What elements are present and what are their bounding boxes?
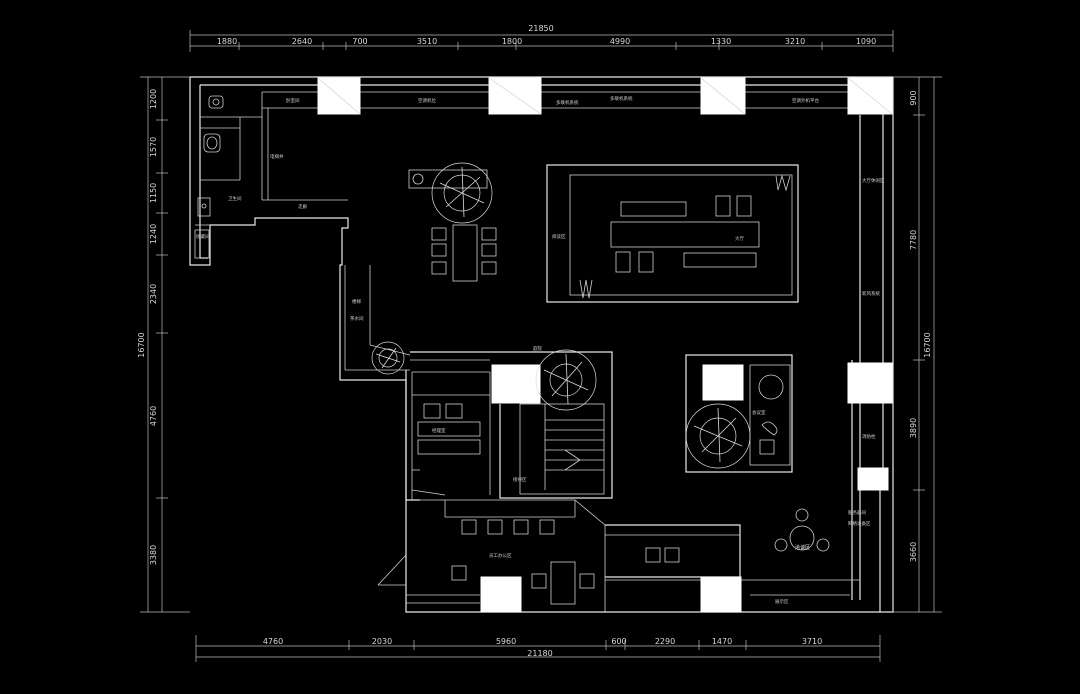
room-label: 茶水间 (350, 315, 364, 322)
bottom-dim-7: 3710 (802, 637, 822, 646)
room-label: 网络设备区 (848, 520, 871, 527)
structural-columns (317, 77, 893, 613)
bottom-dimension-chain: 4760 2030 5960 600 2290 1470 3710 21180 (195, 635, 881, 662)
column (847, 362, 893, 404)
left-dimension-chain: 16700 1200 1570 1150 1240 2340 4760 3380 (137, 76, 190, 613)
left-dim-7: 3380 (149, 545, 158, 565)
outer-walls (189, 76, 894, 613)
tree-icon (535, 349, 597, 411)
room-label: 消防栓 (862, 433, 876, 440)
room-label: 卫生间 (228, 195, 242, 202)
lounge-round-table (774, 508, 830, 552)
bottom-dim-6: 1470 (712, 637, 732, 646)
right-dim-3: 3890 (909, 418, 918, 438)
room-label: 经理室 (432, 427, 446, 434)
room-label: 洽谈区 (795, 544, 810, 551)
top-total-dimension: 21850 (528, 24, 553, 33)
bottom-dim-4: 600 (611, 637, 626, 646)
room-label: 卧室间 (286, 97, 300, 104)
stair-area (519, 403, 605, 495)
room-label: 多联机系统 (610, 95, 633, 102)
room-label: 电梯井 (270, 153, 284, 160)
center-display-room (546, 164, 799, 303)
tree-icon (371, 341, 405, 375)
left-dim-6: 4760 (149, 406, 158, 426)
top-dim-9: 1090 (856, 37, 876, 46)
toilet-icon (208, 95, 224, 109)
column-cross-marks (317, 77, 893, 115)
top-dim-4: 3510 (417, 37, 437, 46)
left-dim-1: 1200 (149, 89, 158, 109)
bottom-dim-3: 5960 (496, 637, 516, 646)
column (702, 364, 744, 401)
room-label: 多联机系统 (556, 99, 579, 106)
column (857, 467, 889, 491)
room-label: 服务器间 (848, 509, 866, 516)
room-labels: 卧室间 空调机位 多联机系统 多联机系统 空调外机平台 电梯井 卫生间 走廊 储… (196, 95, 885, 605)
room-label: 庭院 (533, 345, 542, 352)
room-label: 走廊 (298, 203, 307, 210)
top-dim-1: 1880 (217, 37, 237, 46)
room-label: 大厅休闲区 (862, 177, 885, 184)
top-dim-3: 700 (352, 37, 367, 46)
right-total-dimension: 16700 (923, 332, 932, 357)
left-dim-2: 1570 (149, 137, 158, 157)
room-label: 大厅 (735, 235, 744, 242)
exec-office-furniture (417, 403, 481, 455)
room-label: 会议室 (752, 409, 766, 416)
bottom-dim-2: 2030 (372, 637, 392, 646)
room-label: 接待区 (513, 476, 527, 483)
room-label: 阅读区 (552, 233, 566, 240)
right-dimension-chain: 16700 900 7780 3890 3660 (893, 76, 942, 613)
right-dim-2: 7780 (909, 230, 918, 250)
left-total-dimension: 16700 (137, 332, 146, 357)
room-label: 楼梯 (352, 298, 361, 305)
bottom-total-dimension: 21180 (527, 649, 552, 658)
tree-icon (685, 403, 751, 469)
column (491, 364, 541, 404)
bottom-dim-1: 4760 (263, 637, 283, 646)
left-dim-4: 1240 (149, 224, 158, 244)
column (700, 576, 742, 613)
right-dim-4: 3660 (909, 542, 918, 562)
open-office-furniture (451, 519, 850, 605)
top-dim-5: 1800 (502, 37, 522, 46)
room-label: 员工办公区 (489, 552, 512, 559)
top-dim-2: 2640 (292, 37, 312, 46)
meeting-table-area (408, 169, 497, 282)
bathroom-block (194, 95, 262, 259)
right-courtyard (685, 354, 793, 473)
top-dimension-chain: 21850 1880 2640 700 3510 1800 4990 1330 … (189, 24, 894, 52)
room-label: 空调机位 (418, 97, 436, 104)
tree-icon (431, 162, 493, 224)
right-dim-1: 900 (909, 90, 918, 105)
left-dim-5: 2340 (149, 284, 158, 304)
sink-icon (203, 133, 221, 153)
room-label: 储藏间 (196, 233, 210, 240)
room-label: 展示区 (775, 599, 789, 605)
column (480, 576, 522, 613)
top-dim-7: 1330 (711, 37, 731, 46)
bottom-dim-5: 2290 (655, 637, 675, 646)
room-label: 新风系统 (862, 290, 880, 297)
left-dim-3: 1150 (149, 183, 158, 203)
top-dim-6: 4990 (610, 37, 630, 46)
room-label: 空调外机平台 (792, 97, 819, 104)
top-dim-8: 3210 (785, 37, 805, 46)
